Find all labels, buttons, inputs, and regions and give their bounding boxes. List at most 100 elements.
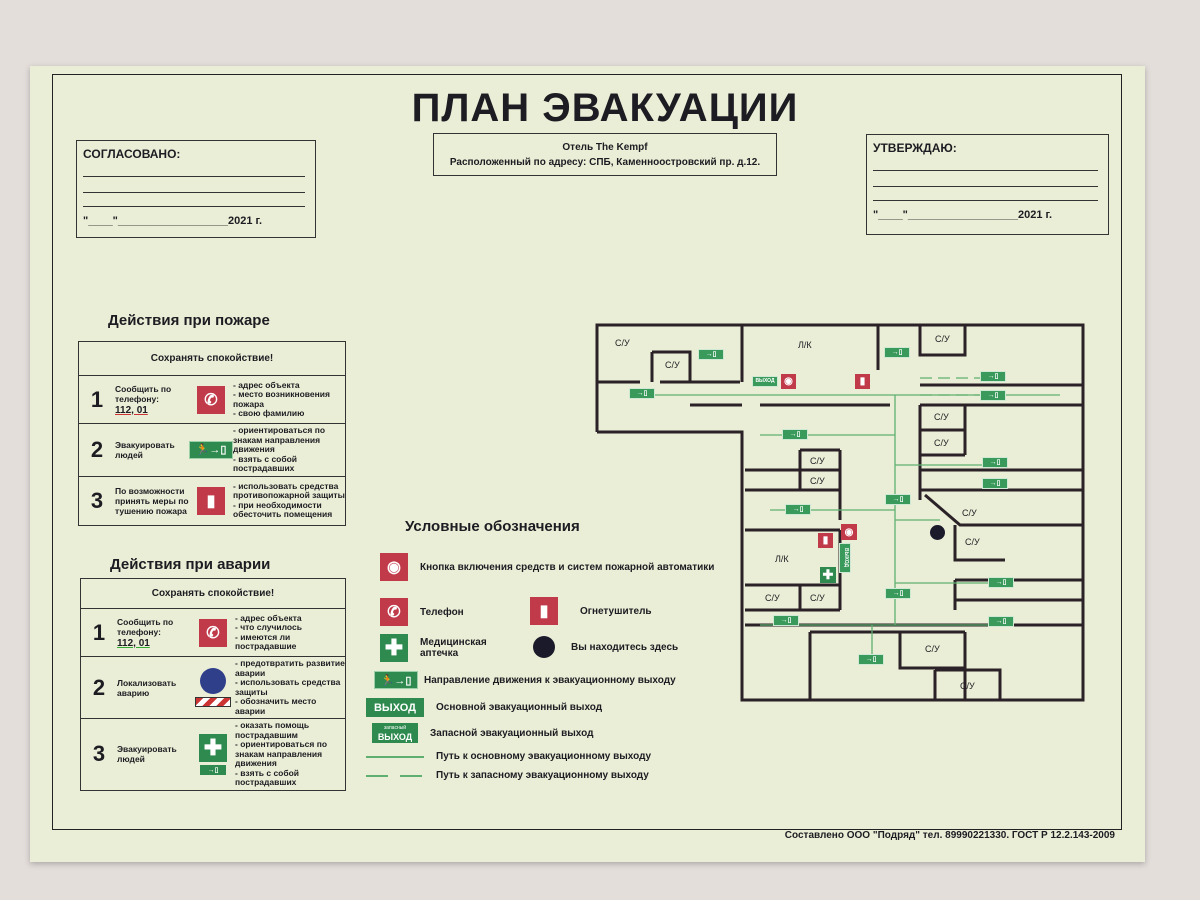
exit-direction-icon: →▯ xyxy=(885,494,911,505)
first-aid-icon: ✚ xyxy=(820,567,836,583)
approval-label: СОГЛАСОВАНО: xyxy=(83,147,181,161)
exit-direction-icon: →▯ xyxy=(698,349,724,360)
main-path-line-icon xyxy=(366,755,424,758)
step-number: 3 xyxy=(90,487,104,513)
phone-number: 112, 01 xyxy=(115,404,148,416)
step-action: По возможности принять меры по тушению п… xyxy=(115,485,189,516)
legend-label: Телефон xyxy=(420,606,464,618)
phone-icon: ✆ xyxy=(199,618,227,647)
room-label: С/У xyxy=(934,412,949,422)
legend-label: Путь к основному эвакуационному выходу xyxy=(436,751,652,762)
step-number: 2 xyxy=(92,674,106,700)
legend-label: Направление движения к эвакуационному вы… xyxy=(424,674,676,686)
exit-direction-icon: 🏃→▯ xyxy=(189,440,233,459)
accident-actions-table: Сохранять спокойствие! 1 Сообщить по тел… xyxy=(80,578,346,791)
walls xyxy=(595,323,1085,702)
legend-label: Основной эвакуационный выход xyxy=(436,702,603,713)
step-action: Локализовать аварию xyxy=(117,677,177,698)
phone-icon: ✆ xyxy=(380,598,408,626)
reserve-exit-sign: ВЫХОД xyxy=(752,376,778,387)
room-label: С/У xyxy=(962,508,977,518)
fire-extinguisher-icon: ▮ xyxy=(818,533,833,548)
approval-date: "____"__________________2021 г. xyxy=(873,209,1053,221)
approval-block-right: УТВЕРЖДАЮ: "____"__________________2021 … xyxy=(866,134,1109,235)
exit-direction-icon: →▯ xyxy=(980,390,1006,401)
room-label: С/У xyxy=(934,438,949,448)
room-label: С/У xyxy=(965,537,980,547)
exit-direction-icon: →▯ xyxy=(785,504,811,515)
exit-direction-icon: →▯ xyxy=(885,588,911,599)
step-number: 1 xyxy=(90,386,104,412)
step-notes: - ориентироваться по знакам направления … xyxy=(233,425,326,473)
legend-label: Запасной эвакуационный выход xyxy=(430,727,594,739)
exit-direction-icon: →▯ xyxy=(629,388,655,399)
accident-heading: Действия при аварии xyxy=(110,556,271,573)
evacuation-plan-board xyxy=(30,66,1145,862)
step-row: 2 Локализовать аварию - предотвратить ра… xyxy=(81,657,345,719)
legend-label: Путь к запасному эвакуационному выходу xyxy=(436,770,649,781)
fire-actions-table: Сохранять спокойствие! 1 Сообщить по тел… xyxy=(78,341,346,526)
step-action: Эвакуировать людей xyxy=(115,439,175,460)
fire-extinguisher-icon: ▮ xyxy=(530,597,558,625)
room-label: С/У xyxy=(925,644,940,654)
alarm-button-icon: ◉ xyxy=(841,524,857,540)
legend-label: Вы находитесь здесь xyxy=(571,641,679,653)
step-action: Сообщить по телефону:112, 01 xyxy=(117,617,193,649)
alarm-button-icon: ◉ xyxy=(781,374,796,389)
step-row: 3 Эвакуировать людей ✚→▯ - оказать помощ… xyxy=(81,719,345,790)
approval-block-left: СОГЛАСОВАНО: "____"__________________202… xyxy=(76,140,316,238)
step-row: 3 По возможности принять меры по тушению… xyxy=(79,477,345,525)
fire-extinguisher-icon: ▮ xyxy=(197,486,225,515)
hazard-tape-icon xyxy=(195,697,231,707)
exit-direction-icon: →▯ xyxy=(988,577,1014,588)
legend-heading: Условные обозначения xyxy=(405,518,580,535)
phone-number: 112, 01 xyxy=(117,637,150,649)
room-label: С/У xyxy=(935,334,950,344)
room-label: С/У xyxy=(810,476,825,486)
page-title: ПЛАН ЭВАКУАЦИИ xyxy=(411,86,799,130)
exit-direction-icon: →▯ xyxy=(782,429,808,440)
exit-direction-icon: →▯ xyxy=(982,478,1008,489)
approval-date: "____"__________________2021 г. xyxy=(83,215,263,227)
first-aid-icon: ✚ xyxy=(199,733,227,762)
step-number: 2 xyxy=(90,436,104,462)
step-row: 1 Сообщить по телефону:112, 01 ✆ - адрес… xyxy=(79,376,345,424)
hotel-name: Отель The Kempf xyxy=(562,142,648,153)
step-notes: - использовать средства противопожарной … xyxy=(233,480,345,519)
room-label: С/У xyxy=(960,681,975,691)
room-label: С/У xyxy=(615,338,630,348)
calm-header: Сохранять спокойствие! xyxy=(81,579,345,609)
room-label: С/У xyxy=(810,456,825,466)
step-notes: - оказать помощь пострадавшим- ориентиро… xyxy=(235,720,328,787)
step-notes: - адрес объекта- что случилось- имеются … xyxy=(235,612,302,651)
hotel-info: Отель The Kempf Расположенный по адресу:… xyxy=(433,133,777,176)
calm-header: Сохранять спокойствие! xyxy=(79,342,345,376)
step-number: 1 xyxy=(92,619,106,645)
hotel-address: Расположенный по адресу: СПБ, Каменноост… xyxy=(449,157,761,168)
plan-border xyxy=(52,74,1122,830)
room-label: Л/К xyxy=(775,554,789,564)
step-notes: - адрес объекта- место возникновения пож… xyxy=(233,379,330,418)
step-notes: - предотвратить развитие аварии- использ… xyxy=(235,658,345,716)
exit-direction-icon: →▯ xyxy=(884,347,910,358)
room-label: С/У xyxy=(765,593,780,603)
legend-label: Огнетушитель xyxy=(580,605,652,617)
exit-direction-icon: →▯ xyxy=(982,457,1008,468)
exit-direction-icon: 🏃→▯ xyxy=(374,671,418,689)
step-row: 2 Эвакуировать людей 🏃→▯ - ориентировать… xyxy=(79,424,345,477)
room-label: С/У xyxy=(810,593,825,603)
exit-direction-icon: →▯ xyxy=(858,654,884,665)
alarm-button-icon: ◉ xyxy=(380,553,408,581)
exit-direction-icon: →▯ xyxy=(200,764,226,775)
reserve-path-line-icon xyxy=(366,774,424,777)
legend-label: Медицинская аптечка xyxy=(420,637,487,659)
room-label: Л/К xyxy=(798,340,812,350)
evacuation-paths xyxy=(640,377,1060,660)
main-exit-icon: ВЫХОД xyxy=(366,698,424,717)
footer-credits: Составлено ООО "Подряд" тел. 89990221330… xyxy=(784,830,1115,841)
step-row: 1 Сообщить по телефону:112, 01 ✆ - адрес… xyxy=(81,609,345,657)
you-are-here-icon xyxy=(533,636,555,658)
exit-direction-icon: →▯ xyxy=(773,615,799,626)
